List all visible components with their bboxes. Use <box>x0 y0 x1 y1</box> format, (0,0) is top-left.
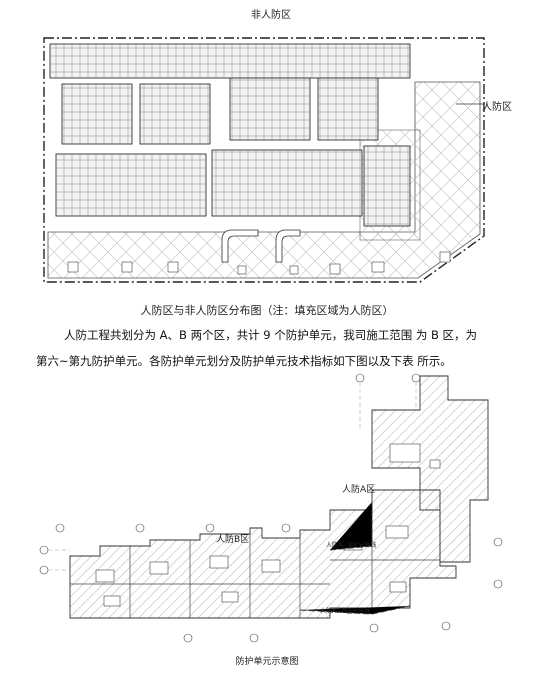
boundary-line-label-2: 人防A、B区分界线 <box>320 608 371 615</box>
zone-b-label: 人防B区 <box>216 535 250 545</box>
paragraph-line-2: 第六~第九防护单元。各防护单元划分及防护单元技术指标如下图以及下表 所示。 <box>36 354 452 368</box>
ramp-right <box>275 229 301 263</box>
figure2-protection-units <box>39 373 503 643</box>
boundary-line-label-1: 人防A、B区分界线 <box>326 542 377 549</box>
zone-b-outline <box>69 489 457 619</box>
parking-blocks <box>49 43 411 227</box>
figure1-side-label: 人防区 <box>482 102 512 113</box>
body-paragraph: 人防工程共划分为 A、B 两个区，共计 9 个防护单元，我司施工范围 为 B 区… <box>36 322 516 374</box>
figure1-caption: 人防区与非人防区分布图（注：填充区域为人防区） <box>140 304 394 317</box>
ramp-left <box>221 229 259 263</box>
figure1-top-label: 非人防区 <box>251 10 291 21</box>
paragraph-line-1: 人防工程共划分为 A、B 两个区，共计 9 个防护单元，我司施工范围 为 B 区… <box>64 328 478 342</box>
zone-a-label: 人防A区 <box>342 485 376 495</box>
figure1-floorplan <box>43 37 485 283</box>
site-boundary <box>43 37 485 283</box>
figure2-caption: 防护单元示意图 <box>235 657 299 667</box>
